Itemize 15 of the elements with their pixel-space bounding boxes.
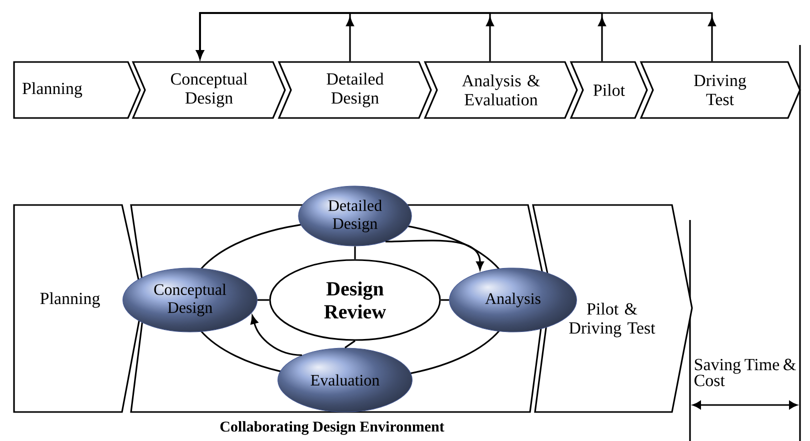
connector-line bbox=[344, 340, 356, 348]
chevron-box: Pilot bbox=[570, 61, 648, 119]
chevron-box: Detailed Design bbox=[278, 61, 432, 119]
curved-arrow bbox=[385, 240, 484, 270]
connector-line bbox=[354, 246, 356, 260]
feedback-arrow bbox=[196, 12, 716, 62]
chevron-box: Driving Test bbox=[640, 61, 801, 119]
connector-line bbox=[440, 299, 450, 301]
chevron-box: Planning bbox=[13, 61, 141, 119]
chevron-box: Conceptual Design bbox=[132, 61, 286, 119]
connector-line bbox=[257, 299, 270, 301]
chevron-box: Analysis & Evaluation bbox=[424, 61, 578, 119]
node-label: Driving Test bbox=[694, 74, 746, 106]
curved-arrow bbox=[250, 315, 302, 356]
node-label: Collaborating Design Environment bbox=[220, 421, 444, 435]
